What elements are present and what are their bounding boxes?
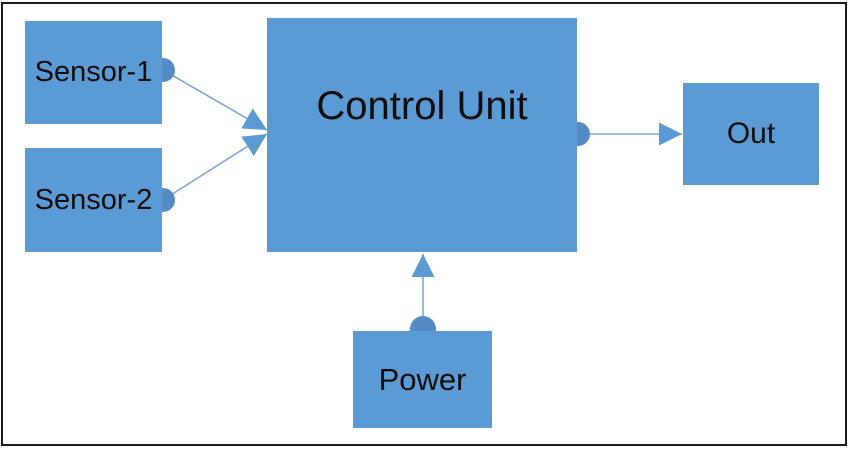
node-power-label: Power: [378, 361, 467, 397]
node-control-unit-label: Control Unit: [316, 84, 528, 128]
node-power: Power: [353, 331, 492, 428]
edge-sensor2-to-control: [162, 133, 268, 201]
node-out: Out: [683, 83, 819, 185]
node-control-unit: Control Unit: [267, 18, 577, 252]
node-sensor-1-label: Sensor-1: [34, 56, 153, 88]
node-sensor-2: Sensor-2: [25, 148, 162, 252]
node-sensor-1: Sensor-1: [25, 21, 162, 124]
node-sensor-2-label: Sensor-2: [34, 183, 153, 216]
node-out-label: Out: [726, 117, 776, 150]
edge-sensor1-to-control: [162, 69, 268, 131]
